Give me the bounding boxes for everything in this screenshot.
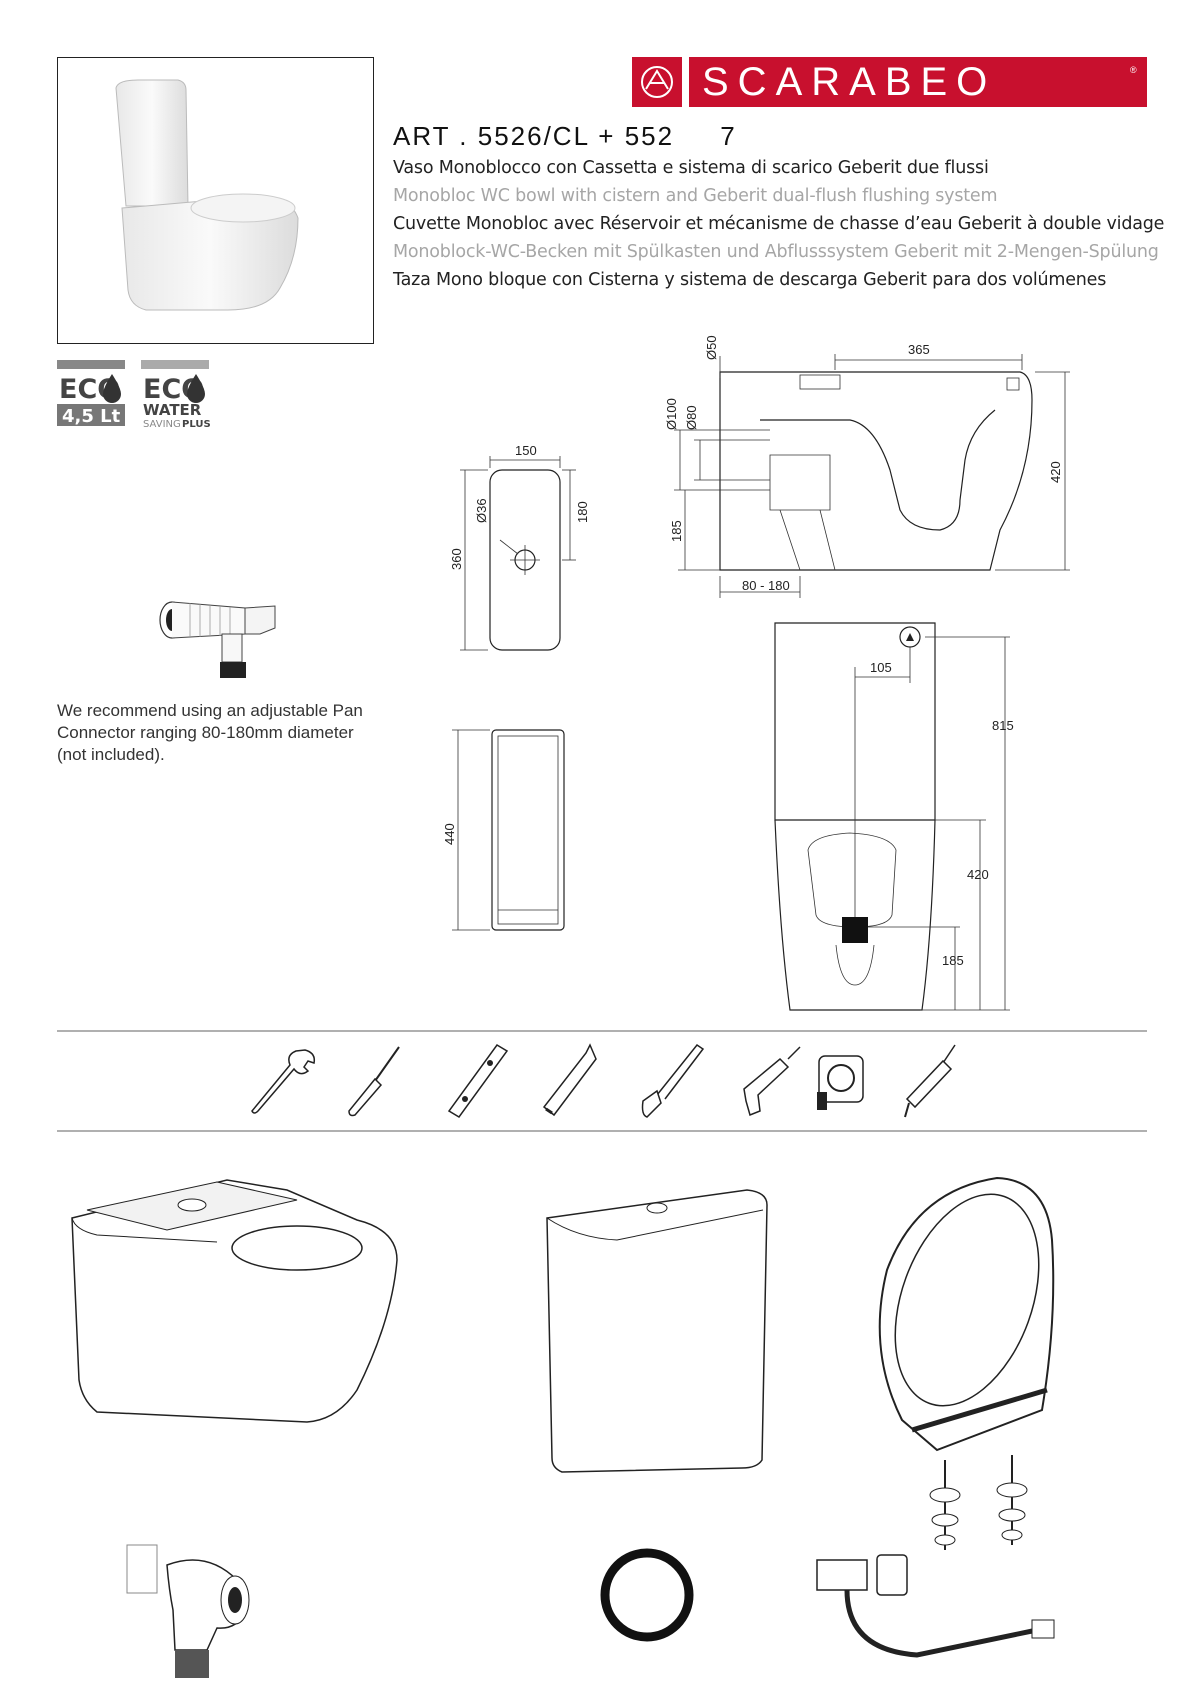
eco-water-saving-plus-badge: ECO WATER SAVING PLUS [141,360,211,430]
dim-d80: Ø80 [684,405,699,430]
dim-360: 360 [449,548,464,570]
description-de: Monoblock-WC-Becken mit Spülkasten und A… [393,242,1159,262]
screwdriver-icon [348,1046,400,1117]
description-fr: Cuvette Monobloc avec Réservoir et mécan… [393,214,1165,234]
water-connector-hose-icon [816,1554,1055,1658]
pan-connector-elbow-icon [126,1544,250,1678]
components-illustration [71,1176,1055,1678]
pan-connector-note: We recommend using an adjustable Pan Con… [57,701,363,764]
pencil-icon [542,1043,597,1117]
dim-d50: Ø50 [704,335,719,360]
dim-180: 180 [575,501,590,523]
tools-row [251,1043,956,1118]
side-section-drawing: Ø50 365 420 Ø100 Ø80 185 80 - 180 [664,335,1070,598]
water-drop-icon [187,374,205,403]
scarabeo-logo: SCARABEO ® [632,57,1147,107]
svg-text:4,5 Lt: 4,5 Lt [62,406,121,427]
svg-text:PLUS: PLUS [182,419,211,430]
description-es: Taza Mono bloque con Cisterna y sistema … [393,270,1107,290]
drill-icon [743,1046,801,1117]
silicone-gun-icon [904,1044,956,1118]
dim-440: 440 [442,823,457,845]
divider [57,1130,1147,1132]
level-icon [447,1044,509,1118]
svg-text:WATER: WATER [143,401,202,419]
dim-d100: Ø100 [664,398,679,430]
dim-d36: Ø36 [474,498,489,523]
dim-80-180: 80 - 180 [742,578,790,593]
divider [57,1030,1147,1032]
svg-text:®: ® [1130,65,1137,75]
dim-185-front: 185 [942,953,964,968]
dim-150: 150 [515,443,537,458]
dim-420: 420 [1048,461,1063,483]
description-en: Monobloc WC bowl with cistern and Geberi… [393,186,998,206]
hacksaw-icon [641,1043,705,1118]
wrench-icon [251,1049,316,1114]
dim-365: 365 [908,342,930,357]
brand-name: SCARABEO [702,60,996,104]
rubber-seal-icon [600,1548,694,1642]
dim-420-front: 420 [967,867,989,882]
fixing-kit-icon [929,1455,1028,1550]
toilet-seat-illustration [878,1176,1055,1452]
eco-4-5-lt-badge: ECO 4,5 Lt [57,360,125,427]
svg-text:SAVING: SAVING [143,419,181,430]
article-code: ART . 5526/CL + 552 7 [393,121,737,151]
front-view-drawing: 105 815 420 185 [774,622,1014,1011]
wc-bowl-illustration [71,1179,398,1423]
dim-185: 185 [669,520,684,542]
dim-105: 105 [870,660,892,675]
cistern-side-view-drawing: 440 [442,729,565,931]
product-photo [57,57,374,344]
dim-815: 815 [992,718,1014,733]
eco-badges: ECO 4,5 Lt ECO WATER SAVING PLUS [57,360,211,430]
cistern-illustration [546,1189,768,1473]
pan-connector-illustration [159,601,276,678]
product-photo-illustration [115,79,299,311]
description-it: Vaso Monoblocco con Cassetta e sistema d… [393,158,989,178]
cistern-top-view-drawing: 150 360 180 Ø36 [449,443,590,651]
tape-measure-icon [817,1055,864,1110]
water-drop-icon [103,374,121,403]
